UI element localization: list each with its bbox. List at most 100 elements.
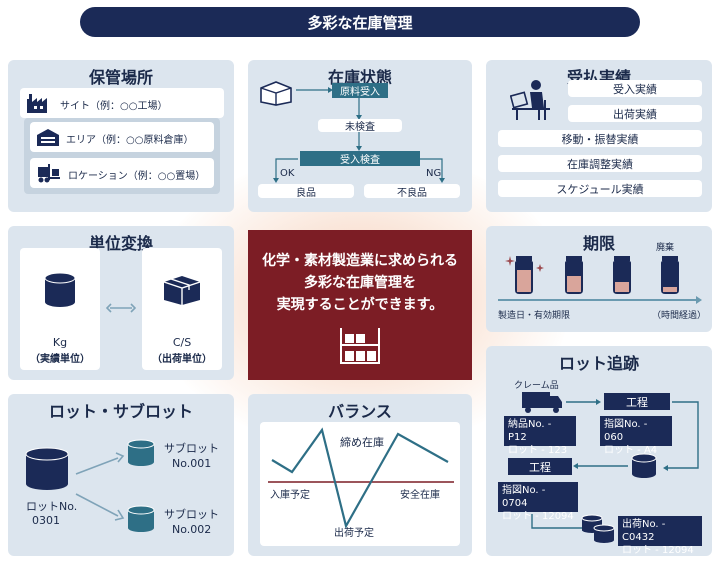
transactions-panel: 受払実績 受入実績 出荷実績 移動・振替実績 在庫調整実績 スケジュール実績 bbox=[486, 60, 712, 212]
transaction-item-shipping: 出荷実績 bbox=[568, 105, 702, 122]
bottle-1-content bbox=[517, 270, 531, 292]
area-label: エリア（例：○○原料倉庫） bbox=[66, 135, 194, 146]
bottle-3-cap bbox=[614, 256, 630, 261]
trace-card-order-lot: ロット - A4 bbox=[604, 445, 658, 456]
shelf-icon bbox=[340, 328, 380, 364]
sublot-1-number: No.001 bbox=[172, 457, 212, 470]
inspection-step: 受入検査 bbox=[300, 151, 420, 166]
bottle-4-cap bbox=[662, 256, 678, 261]
cs-unit-desc: （出荷単位） bbox=[152, 354, 212, 365]
truck-icon bbox=[522, 392, 562, 413]
cs-unit-card: C/S （出荷単位） bbox=[142, 248, 222, 370]
expiry-end-label: （時間経過） bbox=[652, 311, 707, 321]
good-result: 良品 bbox=[258, 184, 354, 199]
site-label: サイト（例：○○工場） bbox=[60, 101, 168, 112]
center-line-3: 実現することができます。 bbox=[276, 297, 444, 313]
office-worker-icon bbox=[510, 80, 550, 120]
sparkle-2-icon bbox=[536, 264, 544, 272]
trace-card-order: 指図No. - 060 ロット - A4 bbox=[600, 416, 672, 456]
trace-card-instruction: 指図No. - 0704 ロット - 12094 bbox=[498, 482, 578, 522]
carton-icon bbox=[163, 276, 201, 305]
safety-stock-label: 安全在庫 bbox=[400, 490, 440, 501]
expiry-panel: 期限 廃棄 製造日・有効期限 （時間経過） bbox=[486, 226, 712, 332]
bottle-3-content bbox=[615, 282, 629, 292]
area-row: エリア（例：○○原料倉庫） bbox=[30, 122, 214, 152]
trace-card-shipment-lot: ロット - 12094 bbox=[622, 545, 694, 556]
process-2-box: 工程 bbox=[508, 458, 572, 475]
forklift-icon bbox=[38, 164, 60, 183]
sublot-arrow-1 bbox=[75, 457, 119, 475]
disposal-label: 廃棄 bbox=[656, 243, 675, 253]
claim-label: クレーム品 bbox=[514, 381, 559, 391]
incoming-label: 入庫予定 bbox=[270, 490, 310, 501]
sublot-2-drum-icon bbox=[127, 505, 155, 532]
sparkle-1-icon bbox=[505, 256, 515, 266]
unit-conversion-panel: 単位変換 Kg （実績単位） C/S （出荷単位） bbox=[8, 226, 234, 380]
factory-icon bbox=[27, 94, 47, 113]
sublot-2-label: サブロット bbox=[164, 508, 219, 521]
lot-trace-title: ロット追跡 bbox=[558, 354, 639, 373]
trace-card-instruction-no: 指図No. - 0704 bbox=[502, 485, 546, 509]
ng-label: NG bbox=[426, 168, 442, 179]
inventory-status-title: 在庫状態 bbox=[327, 68, 392, 87]
balance-title: バランス bbox=[328, 402, 392, 421]
bottle-1-cap bbox=[516, 256, 532, 261]
transaction-item-adjustment: 在庫調整実績 bbox=[498, 155, 702, 172]
balance-panel: バランス 締め在庫 入庫予定 安全在庫 出荷予定 bbox=[248, 394, 472, 556]
trace-card-shipment-no: 出荷No. - C0432 bbox=[622, 519, 666, 543]
closing-stock-label: 締め在庫 bbox=[340, 436, 384, 449]
sublot-title: ロット・サブロット bbox=[48, 402, 193, 421]
trace-card-instruction-lot: ロット - 12094 bbox=[502, 511, 574, 522]
center-message-box: 化学・素材製造業に求められる 多彩な在庫管理を 実現することができます。 bbox=[248, 230, 472, 380]
outgoing-label: 出荷予定 bbox=[334, 528, 374, 539]
lot-label: ロットNo. bbox=[26, 500, 78, 513]
trace-card-delivery-no: 納品No. - P12 bbox=[508, 419, 552, 443]
expiry-timeline bbox=[498, 256, 702, 304]
trace-arrow-2 bbox=[668, 401, 699, 469]
lot-trace-panel: ロット追跡 クレーム品 工程 納品No. - P12 ロット - 123 bbox=[486, 346, 712, 556]
ok-label: OK bbox=[280, 168, 295, 179]
defective-result: 不良品 bbox=[364, 184, 460, 199]
location-label: ロケーション（例：○○置場） bbox=[68, 171, 206, 182]
page-title: 多彩な在庫管理 bbox=[80, 7, 640, 37]
center-line-1: 化学・素材製造業に求められる bbox=[262, 253, 458, 269]
trace-card-delivery-lot: ロット - 123 bbox=[508, 445, 568, 456]
bottle-2-cap bbox=[566, 256, 582, 261]
inventory-status-panel: 在庫状態 原料受入 未検査 受入検査 OK NG 良品 不良品 bbox=[248, 60, 472, 212]
drum-icon bbox=[44, 272, 76, 307]
trace-arrow-4 bbox=[531, 514, 582, 529]
uninspected-step: 未検査 bbox=[318, 119, 402, 133]
bidirectional-arrow-icon bbox=[106, 303, 136, 313]
sublot-arrow-2 bbox=[75, 493, 119, 517]
cs-unit-label: C/S bbox=[172, 336, 192, 349]
sublot-1-label: サブロット bbox=[164, 442, 219, 455]
balance-chart bbox=[268, 427, 454, 529]
kg-unit-card: Kg （実績単位） bbox=[20, 248, 100, 370]
area-group: エリア（例：○○原料倉庫） ロケーション（例：○○置場） bbox=[24, 118, 220, 194]
process-1-box: 工程 bbox=[604, 393, 670, 410]
sublot-panel: ロット・サブロット ロットNo. 0301 サブロット No.001 サブロット… bbox=[8, 394, 234, 556]
storage-title: 保管場所 bbox=[88, 68, 153, 87]
warehouse-icon bbox=[37, 129, 59, 146]
expiry-title: 期限 bbox=[582, 234, 615, 253]
sublot-2-number: No.002 bbox=[172, 523, 212, 536]
kg-unit-desc: （実績単位） bbox=[30, 354, 90, 365]
location-row: ロケーション（例：○○置場） bbox=[30, 158, 214, 188]
site-row: サイト（例：○○工場） bbox=[20, 88, 224, 118]
storage-panel: 保管場所 サイト（例：○○工場） エリア（例：○○原料倉庫） ロケーション（例：… bbox=[8, 60, 234, 212]
unit-conversion-title: 単位変換 bbox=[88, 234, 153, 253]
trace-card-order-no: 指図No. - 060 bbox=[604, 419, 648, 443]
stock-level-line bbox=[271, 427, 449, 529]
receive-step: 原料受入 bbox=[332, 83, 388, 98]
trace-card-shipment: 出荷No. - C0432 ロット - 12094 bbox=[618, 516, 702, 556]
box-icon bbox=[260, 81, 292, 106]
lot-drum-icon bbox=[25, 447, 69, 490]
bottle-2-content bbox=[567, 276, 581, 292]
status-flow-arrows bbox=[273, 87, 445, 183]
trace-drum-1-icon bbox=[631, 453, 657, 478]
kg-unit-label: Kg bbox=[52, 336, 68, 349]
transaction-item-schedule: スケジュール実績 bbox=[498, 180, 702, 197]
trace-card-delivery: 納品No. - P12 ロット - 123 bbox=[504, 416, 576, 456]
timeline-arrowhead bbox=[696, 296, 702, 304]
sublot-1-drum-icon bbox=[127, 439, 155, 466]
